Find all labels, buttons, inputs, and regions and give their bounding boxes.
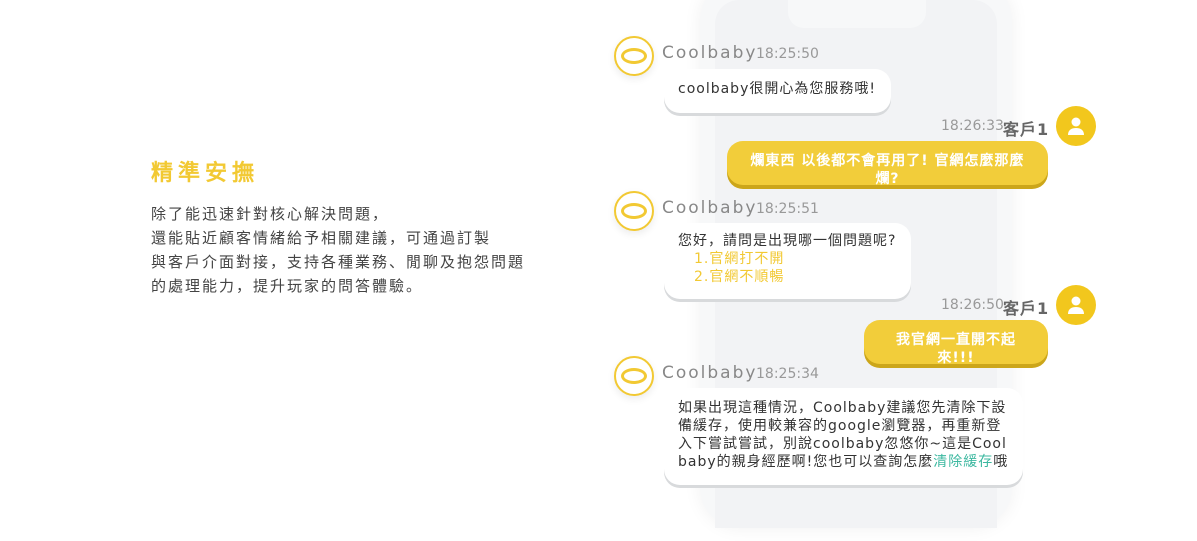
message-time: 18:25:50: [756, 46, 819, 62]
bot-message: 如果出現這種情況，Coolbaby建議您先清除下設備緩存，使用較兼容的googl…: [664, 388, 1023, 485]
desc-line: 還能貼近顧客情緒給予相關建議，可通過訂製: [151, 229, 492, 247]
bot-avatar-icon: [614, 191, 654, 231]
desc-line: 與客戶介面對接，支持各種業務、閒聊及抱怨問題: [151, 253, 526, 271]
bot-message: coolbaby很開心為您服務哦!: [664, 69, 891, 113]
customer-name: 客戶1: [1003, 299, 1050, 318]
clear-cache-link[interactable]: 清除緩存: [933, 454, 994, 470]
user-message: 我官網一直開不起來!!!: [864, 320, 1048, 366]
message-time: 18:26:33: [941, 118, 1004, 134]
bot-name: Coolbaby: [662, 198, 758, 218]
desc-line: 除了能迅速針對核心解決問題，: [151, 205, 390, 223]
bot-message: 您好，請問是出現哪一個問題呢? 1.官網打不開 2.官網不順暢: [664, 223, 911, 299]
option-link[interactable]: 1.官網打不開: [694, 251, 785, 267]
desc-line: 的處理能力，提升玩家的問答體驗。: [151, 277, 424, 295]
user-avatar-icon: [1056, 285, 1096, 325]
bot-avatar-icon: [614, 356, 654, 396]
message-time: 18:26:50: [941, 297, 1004, 313]
phone-notch: [788, 0, 926, 28]
bot-name: Coolbaby: [662, 363, 758, 383]
message-suffix: 哦: [993, 454, 1009, 470]
customer-name: 客戶1: [1003, 120, 1050, 139]
feature-description: 除了能迅速針對核心解決問題， 還能貼近顧客情緒給予相關建議，可通過訂製 與客戶介…: [151, 202, 525, 298]
option-link[interactable]: 2.官網不順暢: [694, 269, 785, 285]
bot-name: Coolbaby: [662, 43, 758, 63]
message-text: 如果出現這種情況，Coolbaby建議您先清除下設備緩存，使用較兼容的googl…: [678, 400, 1007, 470]
message-time: 18:25:51: [756, 201, 819, 217]
bot-avatar-icon: [614, 36, 654, 76]
feature-title: 精準安撫: [151, 161, 260, 186]
message-text: 您好，請問是出現哪一個問題呢?: [678, 233, 897, 249]
user-avatar-icon: [1056, 106, 1096, 146]
message-time: 18:25:34: [756, 366, 819, 382]
user-message: 爛東西 以後都不會再用了! 官網怎麼那麼爛?: [727, 141, 1048, 187]
